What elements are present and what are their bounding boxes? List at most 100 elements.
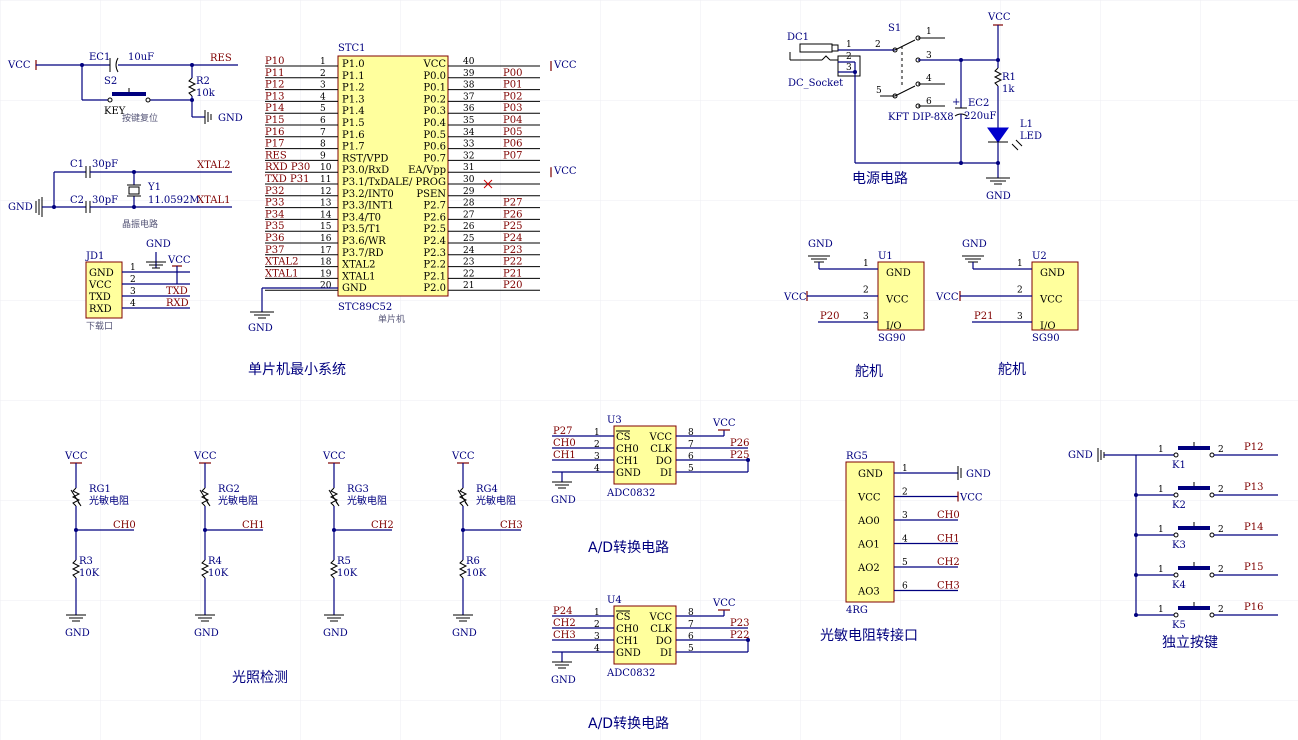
- mcu-left-net: P15: [265, 115, 284, 126]
- adc-part: ADC0832: [606, 488, 655, 499]
- rg5-pin-number: 2: [902, 488, 908, 498]
- junction-dot: [1134, 573, 1138, 577]
- jd1-pin-name: TXD: [89, 292, 111, 303]
- ec2-ref: EC2: [968, 98, 989, 109]
- adc-pin-number: 5: [688, 644, 694, 654]
- s2-value: KEY: [104, 106, 126, 117]
- mcu-left-net: P16: [265, 127, 284, 138]
- mcu-pin-number: 33: [463, 140, 475, 150]
- jd1-pin-name: GND: [89, 268, 114, 279]
- resistor-symbol: [71, 559, 81, 579]
- resistor-symbol: [200, 559, 210, 579]
- mcu-right-net: P07: [503, 150, 522, 161]
- mcu-pin-name: ALE/ PROG: [387, 177, 446, 188]
- l1-ref: L1: [1020, 119, 1033, 130]
- mcu-left-net: P10: [265, 56, 284, 67]
- key-pin-number: 1: [1158, 485, 1164, 495]
- keys-section-title: 独立按键: [1162, 635, 1218, 651]
- mcu-right-net: P04: [503, 115, 522, 126]
- gnd-label: GND: [551, 675, 576, 686]
- dc1-pin: 3: [846, 63, 852, 73]
- gnd-label: GND: [248, 323, 273, 334]
- mcu-pin-name: P0.6: [423, 142, 446, 153]
- mcu-pin-name: P1.2: [342, 83, 365, 94]
- rg5-pin-name: GND: [858, 469, 883, 480]
- mcu-pin-name: P2.3: [423, 248, 446, 259]
- key-contact: [1173, 452, 1179, 458]
- gnd-label: GND: [1068, 450, 1093, 461]
- mcu-pin-name: XTAL1: [342, 271, 375, 282]
- mcu-pin-number: 7: [320, 128, 326, 138]
- vcc-label: VCC: [7, 60, 31, 71]
- crystal-caption: 晶振电路: [122, 218, 158, 230]
- mcu-right-net: P22: [503, 257, 522, 268]
- mcu-right-net: P23: [503, 245, 522, 256]
- rg5-pin-name: AO0: [857, 516, 880, 527]
- txd-net-label: TXD: [166, 286, 188, 297]
- rg5-net-label: CH1: [937, 534, 960, 545]
- mcu-pin-number: 1: [320, 57, 326, 67]
- servo1-net: P20: [820, 311, 839, 322]
- resistor-value: 10K: [79, 568, 100, 579]
- adc-pin-number: 6: [688, 632, 694, 642]
- mcu-pin-number: 14: [320, 210, 332, 220]
- rg5-pin-name: AO2: [857, 563, 880, 574]
- key-button-bar: [1178, 446, 1210, 450]
- mcu-pin-name: P2.1: [423, 271, 446, 282]
- gnd-label: GND: [323, 628, 348, 639]
- mcu-left-net: P33: [265, 198, 284, 209]
- mcu-pin-name: XTAL2: [342, 260, 375, 271]
- vcc-label: VCC: [451, 451, 475, 462]
- key-pin-number: 2: [1218, 445, 1224, 455]
- key-net-label: P16: [1244, 602, 1263, 613]
- vcc-label: VCC: [987, 12, 1011, 23]
- adc-pin-number: 8: [688, 428, 694, 438]
- mcu-pin-number: 38: [463, 81, 475, 91]
- power-circuit: DC1 DC_Socket 1 2 3 S1 2 1 3: [787, 12, 1042, 202]
- adc-pin-number: 2: [594, 440, 600, 450]
- mcu-right-net: P24: [503, 233, 522, 244]
- photo-net-label: CH2: [371, 520, 394, 531]
- adc-clk-net: P26: [730, 438, 749, 449]
- mcu-pin-name: P1.7: [342, 142, 365, 153]
- mcu-left-net: P35: [265, 221, 284, 232]
- key-net-label: P15: [1244, 562, 1263, 573]
- mcu-left-net: XTAL1: [265, 268, 298, 279]
- resistor-value: 10K: [208, 568, 229, 579]
- mcu-pin-name: GND: [342, 283, 367, 294]
- mcu-left-net: XTAL2: [265, 257, 298, 268]
- rg5-net-label: CH3: [937, 581, 960, 592]
- mcu-pin-number: 17: [320, 246, 332, 256]
- adc-pin-number: 2: [594, 620, 600, 630]
- adc-pin-name: CLK: [650, 624, 672, 635]
- mcu-pin-name: P3.3/INT1: [342, 201, 394, 212]
- servo-pin-name: VCC: [1039, 295, 1063, 306]
- servo-pin-name: GND: [1040, 268, 1065, 279]
- adc-pin-number: 1: [594, 428, 600, 438]
- jd1-pin-name: RXD: [89, 304, 112, 315]
- key-ref: K5: [1172, 620, 1186, 631]
- xtal2-net-label: XTAL2: [197, 160, 230, 171]
- mcu-pin-number: 29: [463, 187, 475, 197]
- adc-pin-name: CS: [616, 612, 631, 623]
- mcu-pin-name: P3.5/T1: [342, 224, 381, 235]
- l1-value: LED: [1020, 131, 1042, 142]
- mcu-pin-number: 36: [463, 104, 475, 114]
- photoresistor-symbol: [71, 487, 81, 507]
- mcu-pin-number: 35: [463, 116, 475, 126]
- mcu-pin-number: 40: [463, 57, 475, 67]
- mcu-left-net: P37: [265, 245, 284, 256]
- res-net-label: RES: [210, 53, 232, 64]
- adc-ch1-net: CH1: [553, 450, 576, 461]
- servo-pin-number: 1: [1017, 259, 1023, 269]
- mcu-pin-number: 26: [463, 222, 475, 232]
- adc-pin-name: GND: [616, 468, 641, 479]
- mcu-pin-number: 19: [320, 269, 332, 279]
- mcu-pin-number: 22: [463, 269, 474, 279]
- reset-caption: 按键复位: [122, 112, 158, 124]
- adc-ch0-net: CH0: [553, 438, 576, 449]
